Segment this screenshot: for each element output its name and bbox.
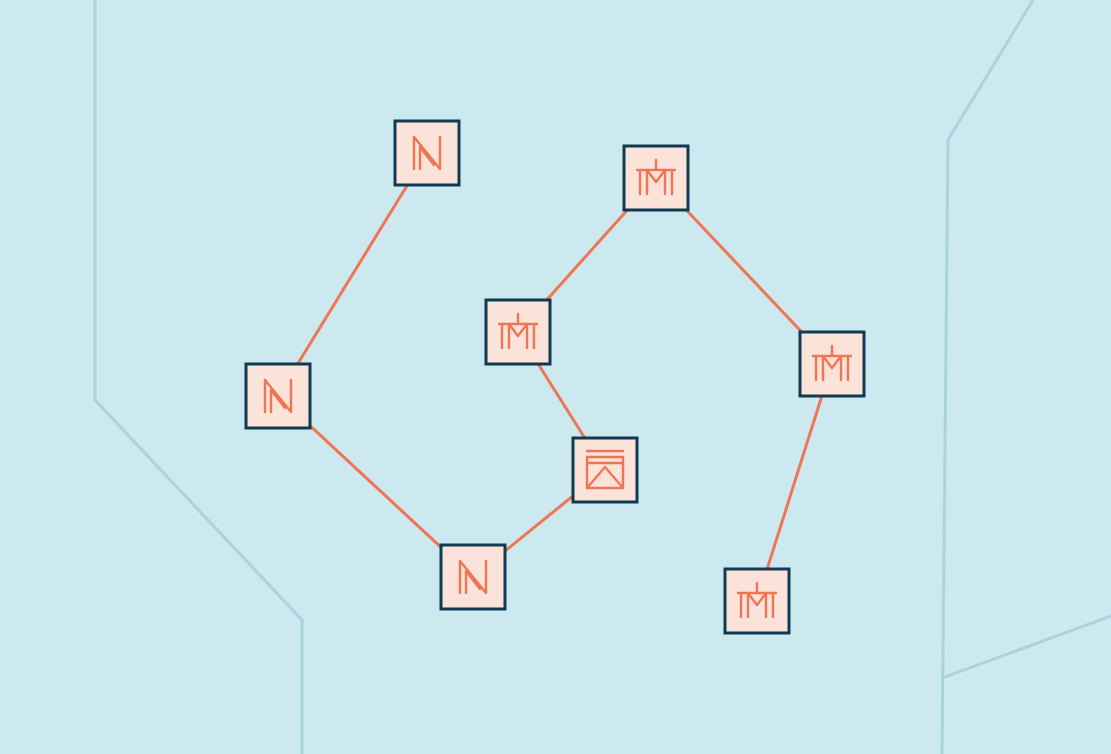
- region-boundaries: [93, 0, 1111, 754]
- node-n2[interactable]: [244, 362, 312, 430]
- node-layer: [244, 119, 866, 635]
- boundary-line-right: [940, 0, 1035, 754]
- link-n1-n2: [276, 151, 429, 398]
- node-box: [798, 330, 866, 398]
- n-letter-icon: [263, 378, 293, 414]
- antenna-m-icon: [635, 158, 677, 196]
- n-letter-icon: [412, 135, 442, 171]
- antenna-m-icon: [736, 581, 778, 619]
- link-s3-s4: [755, 362, 834, 603]
- n-letter-icon: [458, 559, 488, 595]
- window-picture-icon: [585, 449, 625, 490]
- boundary-line-left: [93, 0, 304, 754]
- node-s1[interactable]: [622, 144, 690, 212]
- node-box: [571, 436, 639, 504]
- node-box: [723, 567, 791, 635]
- node-w1[interactable]: [571, 436, 639, 504]
- node-n1[interactable]: [393, 119, 461, 187]
- node-s3[interactable]: [798, 330, 866, 398]
- node-box: [484, 298, 552, 366]
- node-s4[interactable]: [723, 567, 791, 635]
- antenna-m-icon: [497, 312, 539, 350]
- node-n3[interactable]: [439, 543, 507, 611]
- node-box: [622, 144, 690, 212]
- node-s2[interactable]: [484, 298, 552, 366]
- antenna-m-icon: [811, 344, 853, 382]
- boundary-line-bottom-right: [941, 614, 1111, 680]
